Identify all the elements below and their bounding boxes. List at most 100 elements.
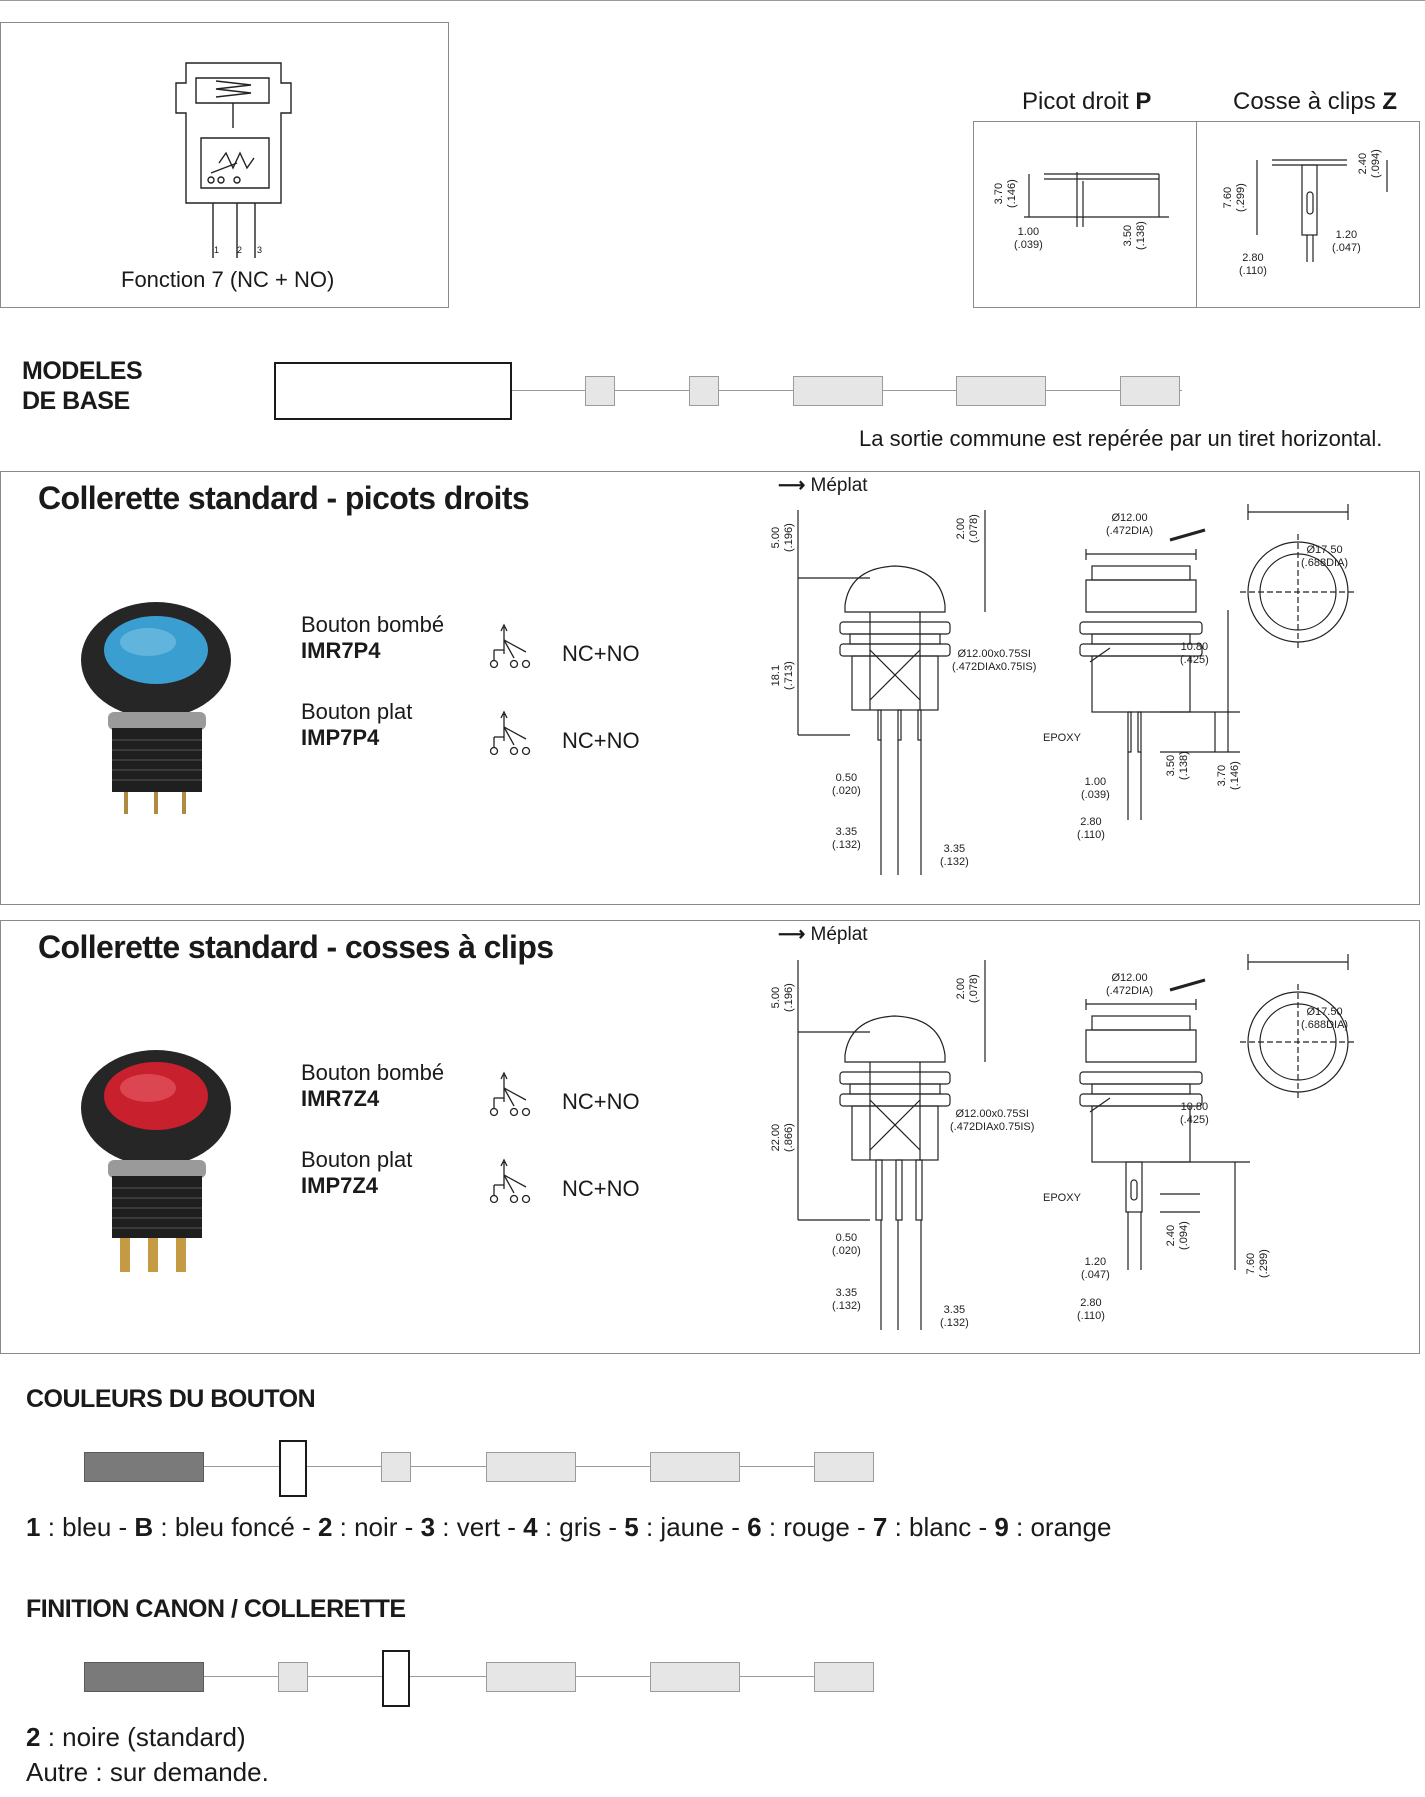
clips-epoxy-label: EPOXY <box>1043 1192 1081 1204</box>
clips-item-1-name: Bouton bombé <box>301 1060 445 1085</box>
finish-slot-3 <box>650 1662 740 1692</box>
clips-item-2-contact: NC+NO <box>562 1176 640 1201</box>
colors-slot-2 <box>486 1452 576 1482</box>
clips-item-1-contact: NC+NO <box>562 1089 640 1114</box>
contact-symbol-icon <box>489 1158 531 1204</box>
section-clips-panel <box>0 920 1420 1354</box>
schematic-caption: Fonction 7 (NC + NO) <box>121 267 335 292</box>
clips-dim-d3: 22.00(.866) <box>770 1123 795 1152</box>
terminal-z-panel: 7.60(.299) 2.40(.094) 1.20(.047) 2.80(.1… <box>1196 121 1420 308</box>
finish-heading: FINITION CANON / COLLERETTE <box>26 1595 406 1623</box>
finish-slot-prefix <box>84 1662 204 1692</box>
pins-epoxy-label: EPOXY <box>1043 732 1081 744</box>
pin-label-1: 1 <box>214 245 220 255</box>
pins-dim-thread: Ø12.00x0.75SI(.472DIAx0.75IS) <box>952 648 1037 673</box>
colors-heading: COULEURS DU BOUTON <box>26 1385 316 1413</box>
section-pins-panel <box>0 471 1420 905</box>
finish-line-2: Autre : sur demande. <box>26 1757 269 1787</box>
p-dim-a: 3.70(.146) <box>993 179 1018 208</box>
contact-symbol-icon <box>489 1071 531 1117</box>
pins-dim-d1: 5.00(.196) <box>770 523 795 552</box>
pins-item-1-name: Bouton bombé <box>301 612 445 637</box>
section-pins-meplat: ⟶ Méplat <box>778 475 868 496</box>
colors-connector <box>84 1466 874 1467</box>
pins-item-2-name: Bouton plat <box>301 699 413 724</box>
section-clips-meplat: ⟶ Méplat <box>778 924 868 945</box>
clips-dim-dia12: Ø12.00(.472DIA) <box>1106 972 1154 997</box>
colors-slot-4 <box>814 1452 874 1482</box>
pins-item-1: Bouton bombé IMR7P4 <box>301 612 444 664</box>
clips-item-2: Bouton plat IMP7Z4 <box>301 1147 412 1199</box>
pin-label-2: 2 <box>237 245 243 255</box>
pins-dim-370: 3.70(.146) <box>1216 761 1241 790</box>
colors-slot-prefix <box>84 1452 204 1482</box>
pins-item-2-contact: NC+NO <box>562 728 640 753</box>
pins-dim-dia17: Ø17.50(.688DIA) <box>1301 544 1349 569</box>
colors-code-box <box>279 1440 307 1497</box>
terminal-p-heading: Picot droit P <box>1022 88 1151 116</box>
clips-dim-d1: 5.00(.196) <box>770 983 795 1012</box>
top-rule <box>0 0 1425 1</box>
contact-symbol-icon <box>489 623 531 669</box>
terminal-z-heading: Cosse à clips Z <box>1233 88 1397 116</box>
colors-legend: 1 : bleu - B : bleu foncé - 2 : noir - 3… <box>26 1512 1112 1542</box>
z-dim-a: 7.60(.299) <box>1222 183 1247 212</box>
base-models-slot-3 <box>793 376 883 406</box>
product-photo-blue <box>81 602 231 814</box>
clips-dim-050: 0.50(.020) <box>832 1232 861 1257</box>
base-models-heading: MODELES DE BASE <box>22 356 143 416</box>
clips-dim-240: 2.40(.094) <box>1165 1221 1190 1250</box>
pin-label-3: 3 <box>257 245 263 255</box>
pins-dim-1080: 10.80(.425) <box>1180 641 1209 666</box>
base-models-slot-4 <box>956 376 1046 406</box>
finish-slot-2 <box>486 1662 576 1692</box>
pins-dim-d3: 18.1(.713) <box>770 661 795 690</box>
finish-connector <box>84 1676 874 1677</box>
pins-dim-d2: 2.00(.078) <box>955 514 980 543</box>
colors-slot-1 <box>381 1452 411 1482</box>
section-clips-title: Collerette standard - cosses à clips <box>38 929 554 965</box>
pins-dim-dia12: Ø12.00(.472DIA) <box>1106 512 1154 537</box>
finish-slot-1 <box>278 1662 308 1692</box>
clips-dim-280: 2.80(.110) <box>1077 1297 1105 1322</box>
finish-line-1: 2 : noire (standard) <box>26 1722 246 1752</box>
clips-dim-335a: 3.35(.132) <box>832 1287 861 1312</box>
clips-dim-d2: 2.00(.078) <box>955 974 980 1003</box>
pins-dim-350: 3.50(.138) <box>1165 751 1190 780</box>
clips-dim-760: 7.60(.299) <box>1245 1249 1270 1278</box>
pins-dim-335b: 3.35(.132) <box>940 843 969 868</box>
z-dim-d: 2.80(.110) <box>1239 252 1267 277</box>
colors-slot-3 <box>650 1452 740 1482</box>
base-models-slot-1 <box>585 376 615 406</box>
clips-item-2-name: Bouton plat <box>301 1147 413 1172</box>
base-models-code-box <box>274 362 512 420</box>
clips-dim-1080: 10.80(.425) <box>1180 1101 1209 1126</box>
pins-item-2: Bouton plat IMP7P4 <box>301 699 412 751</box>
base-models-title-2: DE BASE <box>22 387 130 415</box>
clips-item-1-code: IMR7Z4 <box>301 1086 380 1111</box>
pins-side-view-drawing <box>797 504 1356 875</box>
pins-dim-335a: 3.35(.132) <box>832 826 861 851</box>
finish-code-box <box>382 1650 410 1707</box>
base-models-note: La sortie commune est repérée par un tir… <box>859 426 1383 451</box>
pins-item-1-code: IMR7P4 <box>301 638 381 663</box>
section-pins-title: Collerette standard - picots droits <box>38 480 530 516</box>
schematic-panel: 1 2 3 Fonction 7 (NC + NO) <box>0 22 449 308</box>
clips-dim-thread: Ø12.00x0.75SI(.472DIAx0.75IS) <box>950 1108 1035 1133</box>
base-models-title-1: MODELES <box>22 357 143 385</box>
clips-item-1: Bouton bombé IMR7Z4 <box>301 1060 444 1112</box>
clips-dim-dia17: Ø17.50(.688DIA) <box>1301 1006 1349 1031</box>
base-models-slot-5 <box>1120 376 1180 406</box>
clips-item-2-code: IMP7Z4 <box>301 1173 379 1198</box>
pins-dim-280: 2.80(.110) <box>1077 816 1105 841</box>
pins-item-2-code: IMP7P4 <box>301 725 380 750</box>
clips-side-view-drawing <box>797 954 1356 1330</box>
z-dim-b: 2.40(.094) <box>1357 149 1382 178</box>
z-dim-c: 1.20(.047) <box>1332 229 1361 254</box>
pins-dim-100: 1.00(.039) <box>1081 776 1110 801</box>
terminal-z-label: Cosse à clips <box>1233 88 1383 115</box>
base-models-slot-2 <box>689 376 719 406</box>
clips-dim-120: 1.20(.047) <box>1081 1256 1110 1281</box>
finish-slot-4 <box>814 1662 874 1692</box>
product-photo-red <box>81 1050 231 1272</box>
